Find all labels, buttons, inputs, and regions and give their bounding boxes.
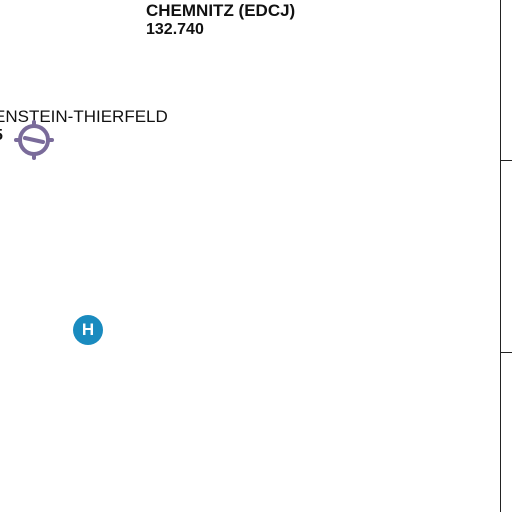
airfield-icon[interactable] [14,120,54,160]
frequency-label-thierfeld: 5 [0,128,3,144]
border-tick [500,352,512,353]
heliport-glyph: H [81,320,95,339]
border-tick [500,160,512,161]
map-border-line [500,0,501,512]
frequency-label-chemnitz: 132.740 [146,21,204,38]
airfield-label-thierfeld: ENSTEIN-THIERFELD [0,107,168,126]
airport-label-chemnitz: CHEMNITZ (EDCJ) [146,1,296,20]
heliport-icon[interactable]: H [73,315,103,345]
